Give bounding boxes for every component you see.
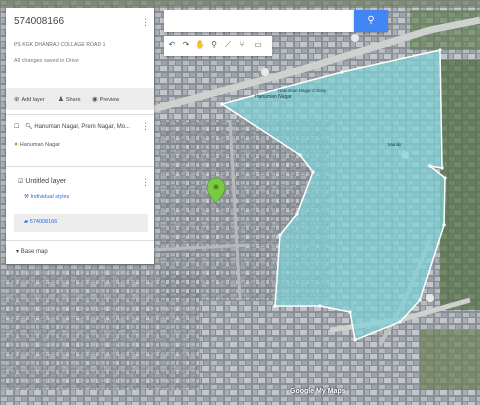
layer1-search-row[interactable]: ☐ 🔍︎ Hanuman Nagar, Prem Nagar, Mo... [14,123,130,130]
location-pin-icon[interactable] [206,177,226,204]
measure-icon[interactable]: ▭ [254,40,262,49]
map-label-hanuman-nagar: Hanuman Nagar [255,94,292,100]
layer1-place-item[interactable]: ● Hanuman Nagar [14,141,60,148]
map-toolbar: ↶ ↷ ✋ ⚲ ⟋ ⑂ ▭ [164,36,272,56]
map-side-panel: 574008166 ⋮ PS KGK DHANRAJ COLLAGE ROAD … [6,8,154,264]
save-status: All changes saved in Drive [14,58,79,64]
undo-icon[interactable]: ↶ [168,40,176,49]
search-result-icon: 🔍︎ [25,124,33,130]
layer1-options-icon[interactable]: ⋮ [141,121,150,131]
layer2-title-row[interactable]: ☑ Untitled layer [18,178,66,185]
hand-icon[interactable]: ✋ [195,40,205,49]
layer-checkbox[interactable]: ☑ [18,179,24,185]
divider [6,114,154,115]
map-label-mandir: Mandir [388,142,402,147]
share-button[interactable]: ♟Share [58,96,81,103]
redo-icon[interactable]: ↷ [182,40,190,49]
draw-line-icon[interactable]: ⟋ [225,40,231,49]
preview-icon: ◉ [92,96,98,103]
paint-roller-icon: ⚒ [24,194,29,200]
search-icon: ⚲ [367,15,375,26]
search-button[interactable]: ⚲ [354,10,388,32]
add-layer-button[interactable]: ⊕Add layer [14,96,45,103]
area-polygon[interactable] [220,49,446,342]
panel-actions: ⊕Add layer ♟Share ◉Preview [6,88,154,110]
map-title[interactable]: 574008166 [14,16,65,27]
map-attribution: Google My Maps [290,388,346,395]
chevron-down-icon: ▾ [16,249,20,255]
add-marker-icon[interactable]: ⚲ [211,40,217,49]
map-label-hanuman-nagar-colony: Hanuman Nagar Colony [278,88,327,93]
add-layer-icon: ⊕ [14,96,20,103]
layer2-polygon-item[interactable]: ▰ 574008166 [14,214,148,232]
polygon-icon: ▰ [24,219,29,225]
layer1-place-label: Hanuman Nagar [19,142,61,148]
layer-checkbox[interactable]: ☐ [14,124,20,130]
search-input[interactable] [164,10,354,32]
preview-button[interactable]: ◉Preview [92,96,120,103]
map-options-icon[interactable]: ⋮ [141,17,150,27]
layer1-search-label: Hanuman Nagar, Prem Nagar, Mo... [34,124,131,130]
green-pin-icon: ● [14,141,19,148]
layer2-title: Untitled layer [25,178,67,185]
polygon-item-label: ▰ 574008166 [24,219,58,225]
divider [6,166,154,167]
directions-icon[interactable]: ⑂ [239,40,245,49]
divider [6,240,154,241]
individual-styles-link[interactable]: ⚒ Individual styles [24,194,70,200]
map-description[interactable]: PS KGK DHANRAJ COLLAGE ROAD 1 [14,42,106,48]
share-icon: ♟ [58,96,64,103]
layer2-options-icon[interactable]: ⋮ [141,177,150,187]
base-map-toggle[interactable]: ▾ Base map [16,249,48,255]
